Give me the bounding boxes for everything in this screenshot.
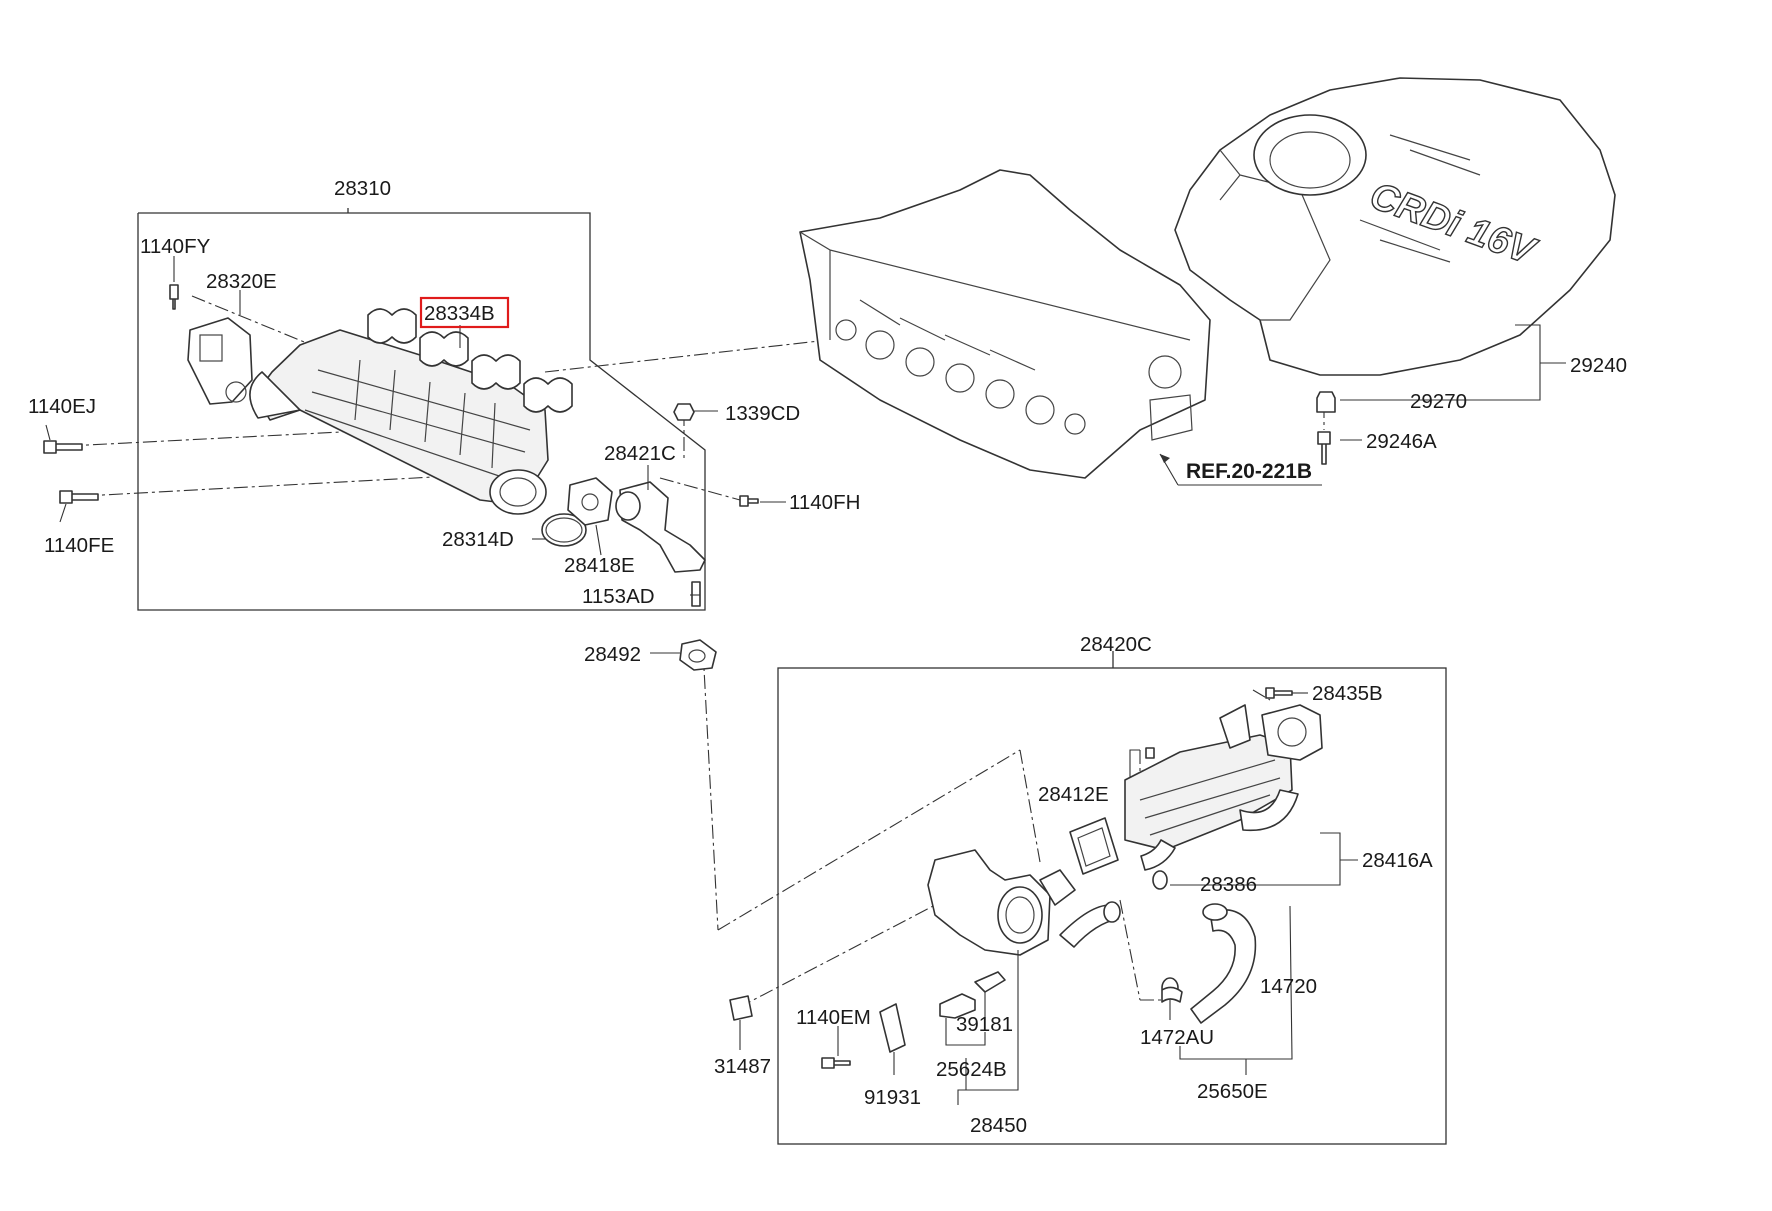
label-28412e: 28412E (1038, 783, 1109, 806)
label-28314d: 28314D (442, 528, 514, 551)
leader-lines (45, 256, 1566, 1105)
label-39181: 39181 (956, 1013, 1013, 1036)
label-28418e: 28418E (564, 554, 635, 577)
dashed-reference-lines (67, 295, 1325, 1009)
label-28320e: 28320E (206, 270, 277, 293)
label-91931: 91931 (864, 1086, 921, 1109)
label-1339cd: 1339CD (725, 402, 800, 425)
label-31487: 31487 (714, 1055, 771, 1078)
intake-manifold-assembly (43, 284, 759, 671)
cylinder-head (799, 169, 1211, 479)
label-1140fe: 1140FE (44, 534, 114, 557)
label-14720: 14720 (1260, 975, 1317, 998)
engine-cover: CRDi 16V (1174, 77, 1616, 465)
ref-20-221b-pointer (1159, 453, 1322, 486)
highlight-box-28334b (419, 296, 510, 329)
label-1472au: 1472AU (1140, 1026, 1214, 1049)
label-1140ej: 1140EJ (28, 395, 96, 418)
label-1140fy: 1140FY (140, 235, 211, 258)
label-28435b: 28435B (1312, 682, 1383, 705)
label-1153ad: 1153AD (582, 585, 655, 608)
label-28420c: 28420C (1080, 633, 1152, 656)
label-29270: 29270 (1410, 390, 1467, 413)
frame-28420c (777, 651, 1447, 1145)
part-labels: 28310 1140FY 28320E 28334B 1140EJ 1140FE… (28, 177, 1627, 1137)
label-1140fh: 1140FH (789, 491, 860, 514)
frame-28310 (137, 208, 706, 611)
label-29240: 29240 (1570, 354, 1627, 377)
label-28450: 28450 (970, 1114, 1027, 1137)
label-25624b: 25624B (936, 1058, 1007, 1081)
label-28416a: 28416A (1362, 849, 1433, 872)
label-28492: 28492 (584, 643, 641, 666)
label-ref-20-221b: REF.20-221B (1186, 460, 1312, 483)
label-28334b[interactable]: 28334B (424, 302, 495, 325)
egr-cooler-assembly (729, 687, 1323, 1069)
label-28310: 28310 (334, 177, 391, 200)
label-1140em: 1140EM (796, 1006, 871, 1029)
label-29246a: 29246A (1366, 430, 1437, 453)
label-28421c: 28421C (604, 442, 676, 465)
label-28386: 28386 (1200, 873, 1257, 896)
label-25650e: 25650E (1197, 1080, 1268, 1103)
